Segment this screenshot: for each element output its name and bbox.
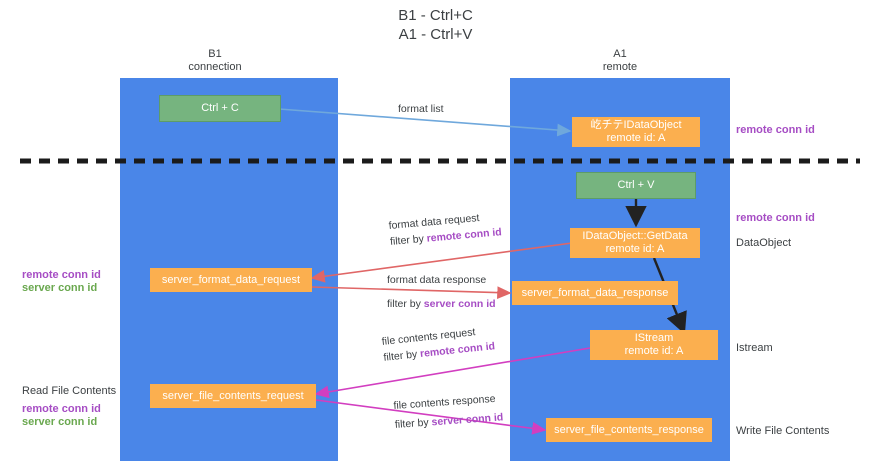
column-header-a1: A1 remote: [560, 48, 680, 74]
node-idataobject-line-2: remote id: A: [606, 132, 666, 144]
title-line-2: A1 - Ctrl+V: [398, 26, 473, 43]
node-server-file-contents-request[interactable]: server_file_contents_request: [150, 384, 316, 408]
edge-label-file-contents-response: file contents response filter by server …: [393, 390, 504, 432]
node-idataobject-getdata-line-1: IDataObject::GetData: [582, 230, 688, 242]
edge-label-format-data-response: format data response filter by server co…: [387, 272, 496, 312]
annotation-server-conn-id-left-2: server conn id: [22, 416, 98, 428]
edge-label-format-data-response-prefix: filter by: [387, 298, 424, 310]
annotation-remote-conn-id-left-1: remote conn id: [22, 269, 101, 281]
edge-label-format-list: format list: [398, 101, 444, 117]
edge-label-format-data-response-line-1: format data response: [387, 274, 487, 286]
node-ctrl-c-label: Ctrl + C: [201, 102, 239, 114]
edge-label-file-contents-request: file contents request filter by remote c…: [381, 322, 496, 366]
annotation-dataobject: DataObject: [736, 237, 792, 249]
annotation-server-conn-id-left-1: server conn id: [22, 282, 98, 294]
node-istream-line-2: remote id: A: [624, 345, 684, 357]
title-line-1: B1 - Ctrl+C: [398, 7, 473, 24]
edge-label-format-data-request: format data request filter by remote con…: [388, 208, 502, 250]
edge-label-file-contents-response-prefix: filter by: [394, 416, 432, 431]
column-header-b1-sub: connection: [188, 61, 242, 73]
node-server-format-data-request-label: server_format_data_request: [161, 273, 301, 286]
node-ctrl-v[interactable]: Ctrl + V: [576, 172, 696, 199]
node-server-file-contents-response[interactable]: server_file_contents_response: [546, 418, 712, 442]
annotation-remote-conn-id-mid: remote conn id: [736, 212, 815, 224]
node-server-format-data-response[interactable]: server_format_data_response: [512, 281, 678, 305]
annotation-istream: Istream: [736, 342, 773, 354]
edge-label-file-contents-response-line-2: filter by server conn id: [394, 409, 503, 433]
column-header-b1-name: B1: [208, 48, 222, 60]
node-server-format-data-response-label: server_format_data_response: [521, 286, 669, 299]
edge-label-file-contents-request-prefix: filter by: [382, 348, 421, 364]
node-istream[interactable]: IStream remote id: A: [590, 330, 718, 360]
node-ctrl-v-label: Ctrl + V: [617, 179, 655, 191]
node-istream-line-1: IStream: [634, 332, 674, 344]
edge-label-file-contents-response-accent: server conn id: [431, 411, 504, 429]
node-idataobject-getdata[interactable]: IDataObject::GetData remote id: A: [570, 228, 700, 258]
annotation-write-file-contents: Write File Contents: [736, 425, 830, 437]
column-header-b1: B1 connection: [155, 48, 275, 74]
node-ctrl-c[interactable]: Ctrl + C: [159, 95, 281, 122]
node-server-file-contents-request-label: server_file_contents_request: [162, 389, 304, 402]
edge-label-format-data-response-accent: server conn id: [423, 298, 496, 310]
node-server-file-contents-response-label: server_file_contents_response: [554, 423, 704, 436]
column-header-a1-sub: remote: [602, 61, 638, 73]
node-idataobject[interactable]: 屹チテIDataObject remote id: A: [572, 117, 700, 147]
node-idataobject-getdata-line-2: remote id: A: [605, 243, 665, 255]
node-idataobject-line-1: 屹チテIDataObject: [590, 119, 682, 131]
diagram-title: B1 - Ctrl+C A1 - Ctrl+V: [0, 6, 871, 44]
annotation-remote-conn-id-left-2: remote conn id: [22, 403, 101, 415]
edge-label-format-data-response-line-2: filter by server conn id: [387, 296, 496, 312]
edge-label-format-data-request-accent: remote conn id: [426, 226, 503, 245]
edge-label-format-data-request-prefix: filter by: [389, 232, 428, 248]
annotation-remote-conn-id-top: remote conn id: [736, 124, 815, 136]
column-header-a1-name: A1: [613, 48, 627, 60]
edge-label-format-list-line-1: format list: [398, 103, 444, 115]
node-server-format-data-request[interactable]: server_format_data_request: [150, 268, 312, 292]
annotation-read-file-contents: Read File Contents: [22, 385, 117, 397]
